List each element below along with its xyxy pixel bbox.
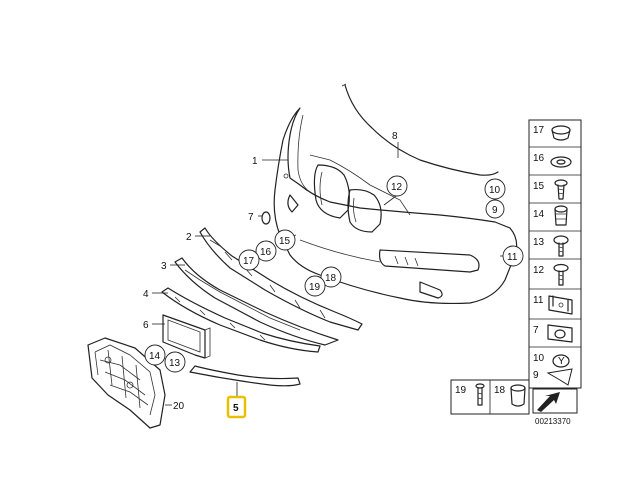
bolt-small-icon — [475, 383, 485, 406]
callout-14: 14 — [149, 351, 161, 362]
panel-label-9: 9 — [533, 370, 539, 381]
callout-3: 3 — [161, 261, 167, 272]
panel-label-18: 18 — [494, 385, 506, 396]
panel-label-19: 19 — [455, 385, 467, 396]
callout-7: 7 — [248, 212, 254, 223]
air-intake-grille[interactable] — [174, 257, 339, 346]
direction-arrow-icon — [537, 392, 560, 412]
callout-10: 10 — [489, 185, 501, 196]
expanding-rivet-icon — [554, 205, 568, 226]
bottom-parts-panel: 19 18 — [450, 379, 578, 415]
callout-16: 16 — [260, 247, 272, 258]
nut-clip-icon — [548, 295, 573, 315]
lower-bumper-strip[interactable] — [161, 287, 321, 353]
panel-label-16: 16 — [533, 153, 545, 164]
callout-12: 12 — [391, 182, 403, 193]
license-plate-base[interactable] — [162, 314, 211, 359]
panel-label-17: 17 — [533, 125, 545, 136]
callout-11: 11 — [507, 252, 518, 263]
spring-clip-icon — [547, 324, 573, 343]
grommet-icon — [551, 125, 571, 141]
side-parts-panel: 17 16 15 14 13 12 11 7 10 9 — [528, 119, 582, 389]
callout-9: 9 — [492, 205, 498, 216]
highlight-box-part-5[interactable] — [226, 395, 247, 419]
callout-13: 13 — [169, 358, 181, 369]
callout-15: 15 — [279, 236, 291, 247]
panel-label-13: 13 — [533, 237, 545, 248]
panel-label-7: 7 — [533, 325, 539, 336]
panel-label-15: 15 — [533, 181, 545, 192]
callout-17: 17 — [243, 256, 255, 267]
carrier-bracket[interactable] — [87, 337, 166, 429]
panel-label-11: 11 — [533, 295, 544, 306]
callout-18: 18 — [325, 273, 337, 284]
grille-carrier-upper[interactable] — [199, 227, 363, 331]
bolt-icon — [553, 235, 569, 257]
panel-label-10: 10 — [533, 353, 545, 364]
clip-part-7[interactable] — [261, 211, 271, 225]
bumper-trim-part-5[interactable] — [189, 365, 301, 387]
washer-icon — [550, 156, 572, 168]
arrow-icon — [546, 368, 573, 386]
callouts: 1 8 2 3 4 6 7 20 12 10 9 11 15 16 17 18 … — [143, 131, 524, 419]
callout-20: 20 — [173, 401, 185, 412]
collar-screw-icon — [553, 263, 569, 286]
front-bumper-cover[interactable] — [273, 107, 518, 305]
callout-5: 5 — [233, 403, 239, 414]
bumper-trim-strip[interactable] — [341, 83, 499, 176]
screw-icon — [554, 179, 568, 200]
catalog-number: 00213370 — [535, 417, 571, 426]
callout-1: 1 — [252, 156, 258, 167]
svg-text:Y: Y — [558, 356, 565, 367]
panel-label-12: 12 — [533, 265, 545, 276]
panel-label-14: 14 — [533, 209, 545, 220]
callout-2: 2 — [186, 232, 192, 243]
callout-6: 6 — [143, 320, 149, 331]
callout-8: 8 — [392, 131, 398, 142]
spacer-sleeve-icon — [510, 384, 526, 407]
callout-4: 4 — [143, 289, 149, 300]
clip-nut-icon: Y — [552, 354, 570, 368]
callout-19: 19 — [309, 282, 321, 293]
